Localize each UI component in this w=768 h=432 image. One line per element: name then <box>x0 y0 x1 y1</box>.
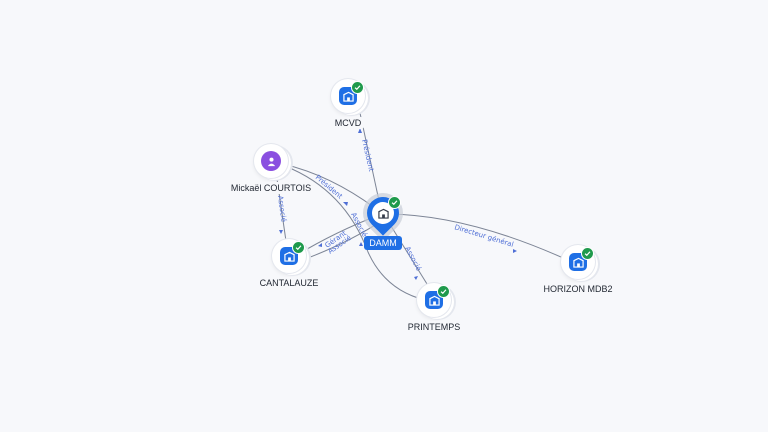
arrow-head <box>279 230 283 234</box>
node-label: CANTALAUZE <box>256 277 322 289</box>
building-icon <box>372 202 394 224</box>
person-icon <box>261 151 281 171</box>
edge-mickael-damm <box>282 163 376 209</box>
node-label-selected: DAMM <box>364 236 402 250</box>
edge-label-mickael-cantalauze: Associé <box>276 195 288 222</box>
node-label: Mickaël COURTOIS <box>227 182 315 194</box>
arrow-head <box>318 243 322 247</box>
edge-label-damm-mcvd: Président <box>360 139 375 173</box>
edge-damm-horizon <box>387 213 573 263</box>
verified-check-icon <box>581 247 594 260</box>
arrow-head <box>358 128 362 133</box>
node-label: HORIZON MDB2 <box>540 283 616 295</box>
verified-check-icon <box>388 196 401 209</box>
edge-label-damm-printemps: Associé <box>403 245 422 272</box>
node-label: MCVD <box>331 117 365 129</box>
node-label: PRINTEMPS <box>404 321 464 333</box>
edge-label-damm-horizon: Directeur général <box>453 223 514 249</box>
arrow-head <box>513 249 517 253</box>
verified-check-icon <box>292 241 305 254</box>
arrow-head <box>343 202 348 206</box>
arrow-head <box>414 276 418 280</box>
verified-check-icon <box>437 285 450 298</box>
arrow-head <box>359 242 363 246</box>
edge-damm-mcvd <box>359 112 382 211</box>
verified-check-icon <box>351 81 364 94</box>
edge-damm-printemps <box>385 217 433 293</box>
